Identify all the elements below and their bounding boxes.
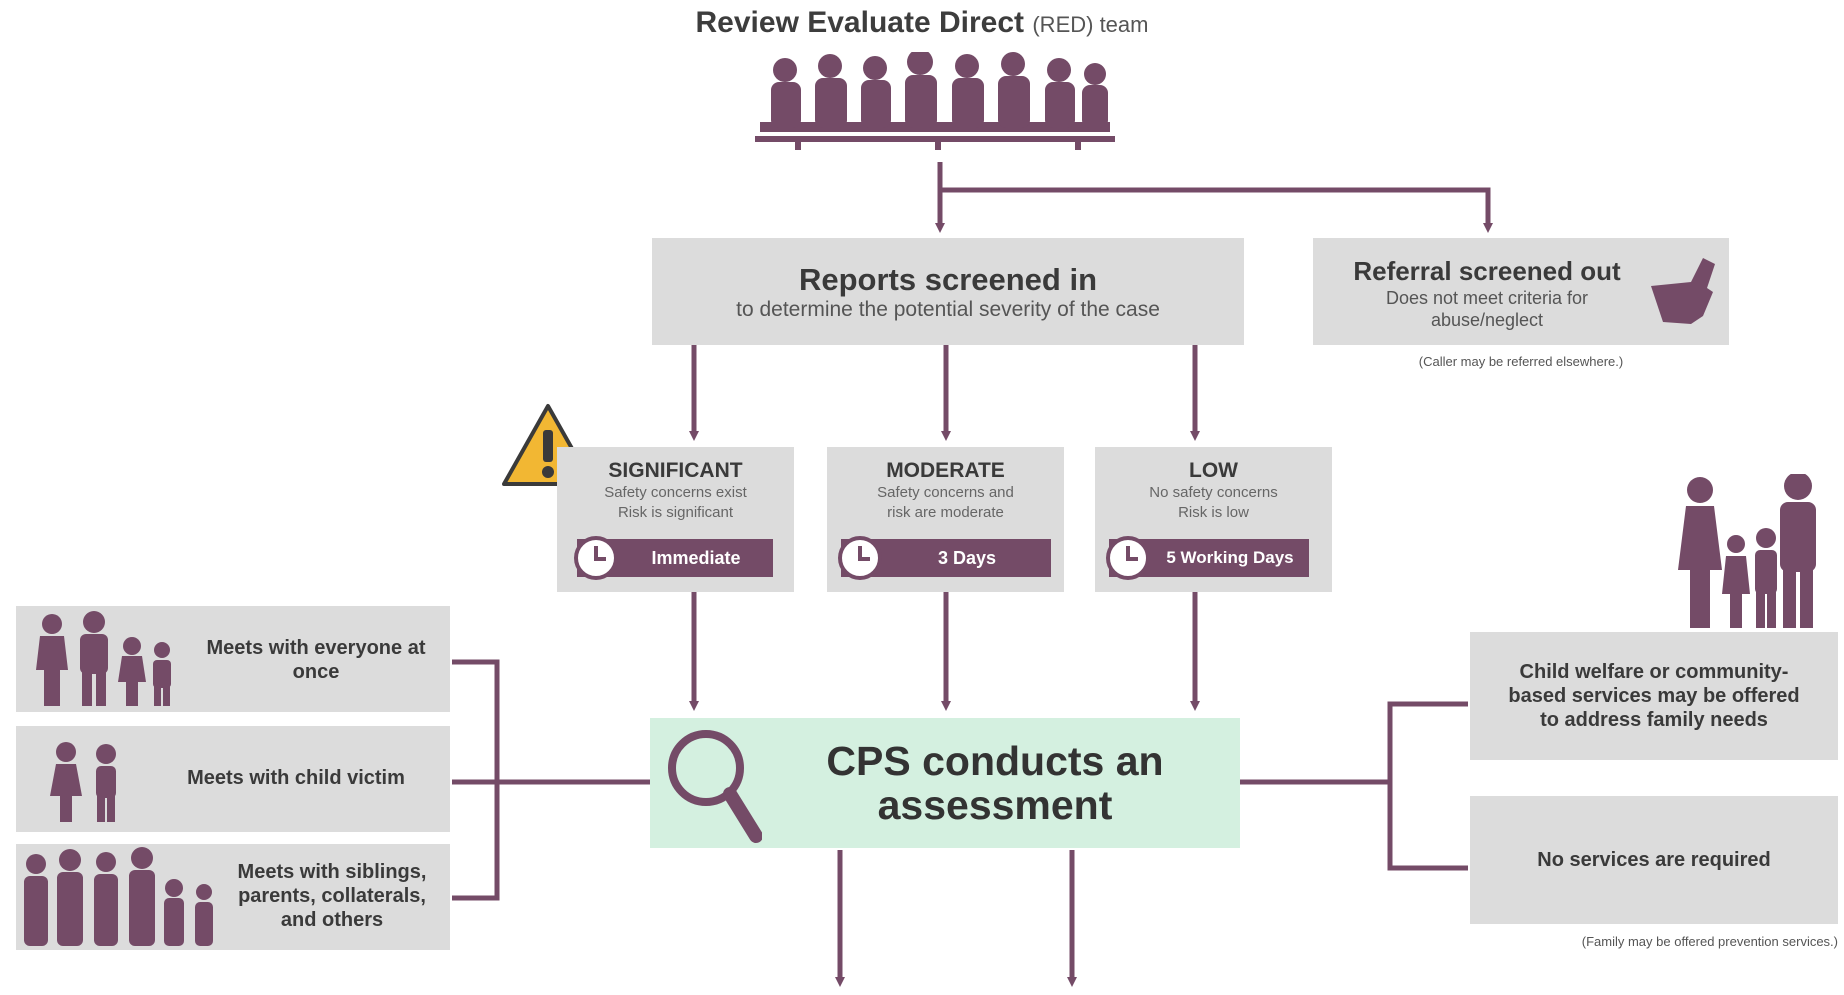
meeting-label: Meets with siblings, parents, collateral…: [237, 861, 427, 931]
level-line1: Safety concerns and: [877, 484, 1014, 501]
assessment-box: CPS conducts an assessment: [650, 718, 1240, 848]
level-title: SIGNIFICANT: [608, 459, 743, 482]
screened-in-title: Reports screened in: [798, 261, 1098, 297]
level-line1: Safety concerns exist: [604, 484, 747, 501]
thumbs-down-icon: [1651, 258, 1715, 324]
screened-out-box: Referral screened out Does not meet crit…: [1313, 238, 1729, 345]
page-title: Review Evaluate Direct (RED) team: [0, 6, 1844, 40]
bracket-outcomes: [1387, 701, 1468, 871]
level-line2: Risk is significant: [617, 504, 734, 521]
level-moderate: MODERATE Safety concerns and risk are mo…: [827, 447, 1064, 592]
family-icon: [1678, 474, 1816, 628]
meeting-label: Meets with child victim: [187, 767, 405, 789]
clock-icon: [1106, 536, 1150, 580]
level-line2: Risk is low: [1178, 504, 1249, 521]
family-icon: [36, 611, 171, 706]
meeting-child-victim: Meets with child victim: [16, 726, 450, 832]
meeting-label: Meets with everyone at once: [206, 637, 426, 683]
assessment-line2: assessment: [877, 782, 1113, 828]
level-line1: No safety concerns: [1149, 484, 1278, 501]
children-icon: [50, 742, 116, 822]
outcome-no-services: No services are required: [1470, 796, 1838, 924]
meeting-everyone: Meets with everyone at once: [16, 606, 450, 712]
time-bar: 5 Working Days: [1106, 536, 1309, 580]
time-bar: 3 Days: [838, 536, 1051, 580]
title-main: Review Evaluate Direct: [695, 6, 1025, 39]
time-label: Immediate: [651, 547, 741, 568]
extended-family-icon: [24, 847, 213, 946]
screened-in-box: Reports screened in to determine the pot…: [652, 238, 1244, 345]
outcome-label: Child welfare or community-based service…: [1508, 661, 1800, 731]
outcome-note: (Family may be offered prevention servic…: [1581, 934, 1838, 949]
time-bar: Immediate: [574, 536, 773, 580]
assessment-line1: CPS conducts an: [826, 738, 1164, 784]
title-suffix: (RED) team: [1032, 12, 1149, 37]
clock-icon: [838, 536, 882, 580]
level-line2: risk are moderate: [887, 504, 1004, 521]
team-meeting-icon: [755, 52, 1115, 150]
screened-out-note: (Caller may be referred elsewhere.): [1418, 354, 1624, 369]
level-title: MODERATE: [886, 459, 1005, 482]
screened-in-subtitle: to determine the potential severity of t…: [736, 297, 1160, 321]
magnifier-icon: [668, 730, 762, 843]
level-significant: SIGNIFICANT Safety concerns exist Risk i…: [557, 447, 794, 592]
screened-out-subtitle: Does not meet criteria for abuse/neglect: [1385, 288, 1589, 330]
outcome-services: Child welfare or community-based service…: [1470, 632, 1838, 760]
clock-icon: [574, 536, 618, 580]
arrow-to-screened-out: [940, 187, 1493, 233]
time-label: 5 Working Days: [1166, 548, 1294, 567]
level-title: LOW: [1189, 459, 1238, 482]
level-low: LOW No safety concerns Risk is low 5 Wor…: [1095, 447, 1332, 592]
meeting-siblings: Meets with siblings, parents, collateral…: [16, 844, 450, 950]
time-label: 3 Days: [937, 547, 997, 568]
screened-out-title: Referral screened out: [1353, 256, 1621, 286]
outcome-label: No services are required: [1537, 849, 1771, 871]
